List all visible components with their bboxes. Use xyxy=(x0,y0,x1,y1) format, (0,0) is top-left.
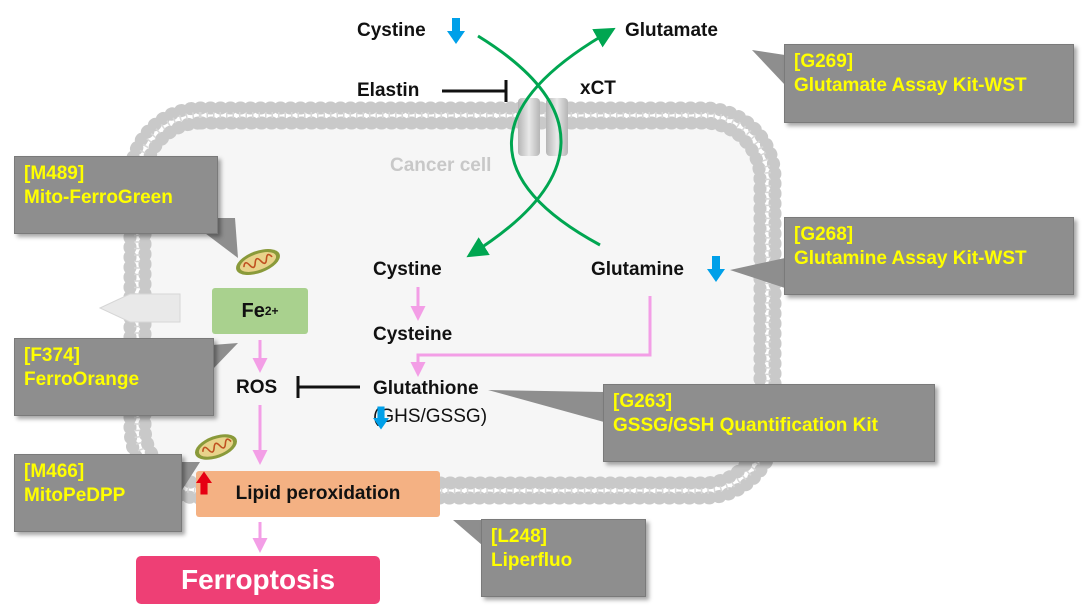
callout-code: [M489] xyxy=(24,163,85,184)
callout-product-name: FerroOrange xyxy=(24,369,140,390)
glutamine-label: Glutamine xyxy=(591,259,684,280)
callout-mito-ferrogreen: [M489] Mito-FerroGreen xyxy=(14,156,218,234)
increase-arrow-icon xyxy=(196,471,212,495)
glutathione-label: Glutathione xyxy=(373,378,479,399)
callout-product-name: Liperfluo xyxy=(491,550,573,571)
lipid-peroxidation-label: Lipid peroxidation xyxy=(235,483,401,504)
glutathione-inhibits-ros xyxy=(296,376,360,398)
membrane-gap-arrow xyxy=(98,293,181,323)
callout-product-name: MitoPeDPP xyxy=(24,485,126,506)
mitochondrion-icon xyxy=(236,249,280,275)
cystine-inside-label: Cystine xyxy=(373,259,442,280)
callout-liperfluo: [L248] Liperfluo xyxy=(481,519,646,597)
callout-product-name: GSSG/GSH Quantification Kit xyxy=(613,415,878,436)
iron-label: Fe xyxy=(241,299,265,322)
glutamine-to-glutathione-arrow xyxy=(410,296,652,377)
gsh-gssg-text: (GHS/GSSG xyxy=(373,406,481,427)
decrease-arrow-icon xyxy=(707,256,725,282)
callout-mitopedpp: [M466] MitoPeDPP xyxy=(14,454,182,532)
callout-product-name: Glutamine Assay Kit-WST xyxy=(794,248,1027,269)
callout-code: [L248] xyxy=(491,526,547,547)
callout-code: [G268] xyxy=(794,224,854,245)
cancer-cell-label: Cancer cell xyxy=(390,155,492,176)
xct-label: xCT xyxy=(580,78,616,99)
decrease-arrow-icon xyxy=(447,18,465,44)
elastin-inhibition xyxy=(442,80,508,102)
elastin-label: Elastin xyxy=(357,80,420,101)
gsh-gssg-close: ) xyxy=(480,406,488,427)
ferroptosis-label: Ferroptosis xyxy=(180,564,336,595)
callout-code: [M466] xyxy=(24,461,85,482)
cystine-import-arrow xyxy=(466,34,563,258)
ros-label: ROS xyxy=(236,377,278,398)
lipid-peroxidation-box: Lipid peroxidation xyxy=(196,471,440,517)
callout-product-name: Mito-FerroGreen xyxy=(24,187,173,208)
glutamate-outside-label: Glutamate xyxy=(625,20,718,41)
callout-pointers xyxy=(182,50,785,545)
ferroptosis-box: Ferroptosis xyxy=(136,556,380,604)
callout-glutamate-assay-kit: [G269] Glutamate Assay Kit-WST xyxy=(784,44,1074,123)
callout-code: [G269] xyxy=(794,51,854,72)
callout-ferroorange: [F374] FerroOrange xyxy=(14,338,214,416)
callout-glutamine-assay-kit: [G268] Glutamine Assay Kit-WST xyxy=(784,217,1074,295)
iron-charge: 2+ xyxy=(264,304,279,318)
cysteine-label: Cysteine xyxy=(373,324,453,345)
glutamate-export-arrow xyxy=(510,27,616,247)
cystine-outside-label: Cystine xyxy=(357,20,426,41)
callout-gssg-gsh-kit: [G263] GSSG/GSH Quantification Kit xyxy=(603,384,935,462)
callout-product-name: Glutamate Assay Kit-WST xyxy=(794,75,1027,96)
callout-code: [F374] xyxy=(24,345,80,366)
callout-code: [G263] xyxy=(613,391,673,412)
decrease-arrow-icon xyxy=(373,406,389,430)
glutathione-ratio-label: (GHS/GSSG) xyxy=(373,406,488,430)
mitochondrion-icon xyxy=(194,434,238,460)
